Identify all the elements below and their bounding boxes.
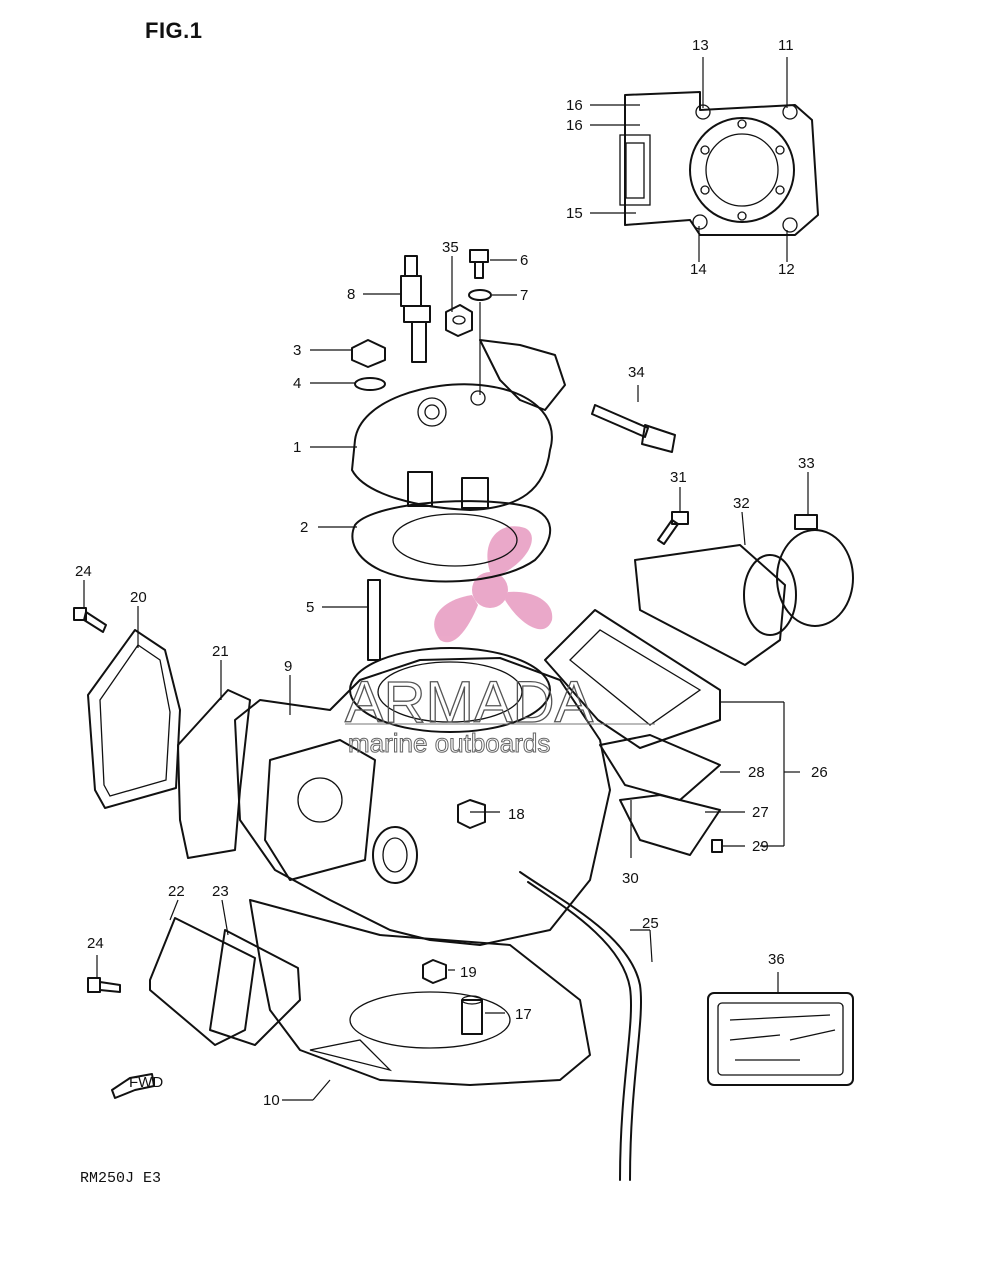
callout-4: 4 — [293, 375, 301, 392]
cylinder-top-view-inset — [619, 91, 819, 236]
callout-21: 21 — [212, 643, 229, 660]
reed-valve-block — [544, 609, 721, 749]
callout-3: 3 — [293, 342, 301, 359]
callout-5: 5 — [306, 599, 314, 616]
callout-25: 25 — [642, 915, 659, 932]
watermark-tagline: marine outboards — [348, 728, 550, 758]
cylinder-base-gasket — [249, 899, 591, 1086]
washer-4 — [354, 377, 386, 391]
callout-27: 27 — [752, 804, 769, 821]
reed-valve-28 — [599, 734, 721, 801]
callout-17: 17 — [515, 1006, 532, 1023]
reed-stopper-27 — [619, 794, 721, 856]
callout-22: 22 — [168, 883, 185, 900]
cylinder-head — [351, 339, 566, 511]
callout-35: 35 — [442, 239, 459, 256]
nut-19 — [422, 959, 447, 984]
callout-33: 33 — [798, 455, 815, 472]
watermark-propeller-logo — [434, 526, 553, 643]
callout-20: 20 — [130, 589, 147, 606]
callout-18: 18 — [508, 806, 525, 823]
figure-title: FIG.1 — [145, 18, 203, 43]
callout-30: 30 — [622, 870, 639, 887]
bolt-34 — [591, 404, 676, 453]
bolt-24-upper — [73, 607, 107, 633]
screw-29 — [711, 839, 723, 853]
callout-23: 23 — [212, 883, 229, 900]
gasket-set-36 — [707, 992, 854, 1086]
callout-19: 19 — [460, 964, 477, 981]
nut-35 — [445, 304, 473, 337]
callout-1: 1 — [293, 439, 301, 456]
fwd-label: FWD — [129, 1074, 163, 1091]
callout-16-a: 16 — [566, 97, 583, 114]
callout-14: 14 — [690, 261, 707, 278]
callout-13: 13 — [692, 37, 709, 54]
intake-pipe — [634, 544, 797, 666]
bolt-24-lower — [87, 977, 121, 993]
hose-clamp — [776, 514, 854, 627]
model-code: RM250J E3 — [80, 1170, 162, 1187]
callout-34: 34 — [628, 364, 645, 381]
fwd-arrow: FWD — [111, 1073, 163, 1099]
callout-9: 9 — [284, 658, 292, 675]
callout-36: 36 — [768, 951, 785, 968]
bolt-31 — [657, 511, 689, 545]
head-gasket — [351, 500, 551, 583]
spark-plug — [400, 255, 431, 363]
bolt-6 — [469, 249, 489, 279]
cylinder-body — [234, 647, 611, 946]
callout-15: 15 — [566, 205, 583, 222]
port-cover-22 — [149, 917, 256, 1046]
dowel-pin-17 — [461, 995, 483, 1035]
callout-26: 26 — [811, 764, 828, 781]
port-cover-gasket-23 — [209, 929, 301, 1046]
leader-lines — [83, 57, 809, 1101]
callout-6: 6 — [520, 252, 528, 269]
callout-11: 11 — [778, 37, 794, 54]
watermark-brand: ARMADA — [345, 670, 593, 735]
callout-31: 31 — [670, 469, 687, 486]
callout-16-b: 16 — [566, 117, 583, 134]
breather-hose — [519, 871, 643, 1181]
nut-18 — [457, 799, 486, 829]
callout-8: 8 — [347, 286, 355, 303]
watermark-text: ARMADA marine outboards — [344, 669, 655, 759]
callout-2: 2 — [300, 519, 308, 536]
cover-gasket-21 — [177, 689, 251, 859]
callout-7: 7 — [520, 287, 528, 304]
callout-12: 12 — [778, 261, 795, 278]
callout-24-upper: 24 — [75, 563, 92, 580]
callout-28: 28 — [748, 764, 765, 781]
callout-24-lower: 24 — [87, 935, 104, 952]
stud-bolt — [367, 579, 381, 661]
callout-29: 29 — [752, 838, 769, 855]
cover-gasket-20 — [87, 629, 181, 809]
washer-7 — [468, 289, 492, 301]
callout-10: 10 — [263, 1092, 280, 1109]
callout-32: 32 — [733, 495, 750, 512]
callout-labels: 1 2 3 4 5 6 7 8 9 10 11 12 13 14 15 16 1… — [75, 37, 828, 1109]
nut-3 — [351, 339, 386, 368]
